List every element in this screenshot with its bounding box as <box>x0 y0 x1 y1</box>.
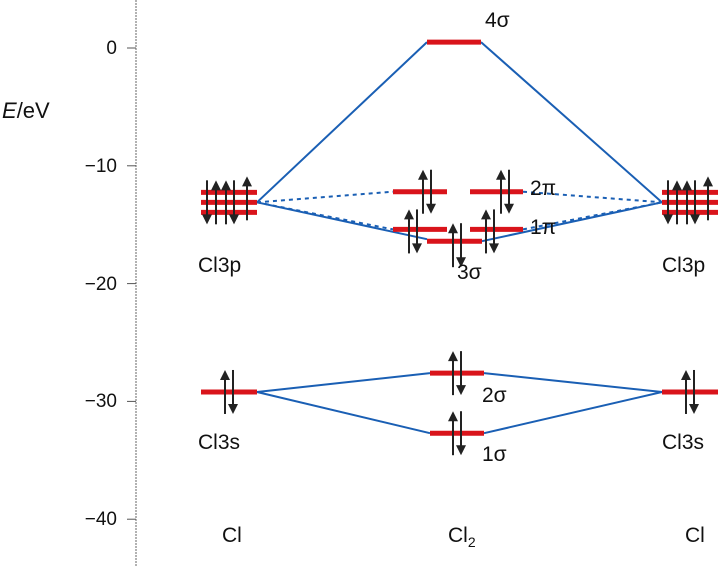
label-2pi: 2π <box>530 177 557 200</box>
label-3sigma: 3σ <box>457 261 482 284</box>
correlation-line <box>481 201 663 243</box>
cl2-subscript: 2 <box>467 534 476 551</box>
column-label-center: Cl2 <box>448 525 476 549</box>
tick-label: −10 <box>84 156 117 177</box>
correlation-line-dashed <box>256 190 394 204</box>
correlation-line <box>256 391 431 435</box>
spin-up-arrowhead <box>496 169 506 180</box>
spin-up-arrowhead <box>682 180 692 191</box>
column-label-right: Cl <box>685 524 705 547</box>
spin-up-arrowhead <box>448 351 458 362</box>
spin-up-arrowhead <box>448 411 458 422</box>
spin-down-arrowhead <box>426 203 436 214</box>
tick-label: −20 <box>84 274 117 295</box>
spin-down-arrowhead <box>456 445 466 456</box>
spin-up-arrowhead <box>242 176 252 187</box>
spin-down-arrowhead <box>228 403 238 414</box>
y-axis-label: E/eV <box>2 98 50 124</box>
correlation-line <box>483 391 663 435</box>
spin-up-arrowhead <box>481 209 491 220</box>
spin-up-arrowhead <box>681 369 691 380</box>
energy-symbol: E <box>2 98 17 123</box>
tick-label: −40 <box>84 509 117 530</box>
spin-down-arrowhead <box>690 214 700 225</box>
spin-up-arrowhead <box>220 369 230 380</box>
spin-up-arrowhead <box>703 176 713 187</box>
energy-unit: /eV <box>16 98 50 123</box>
tick-label: 0 <box>106 38 117 59</box>
label-1sigma: 1σ <box>482 443 507 466</box>
correlation-line-dashed <box>256 201 394 231</box>
spin-down-arrowhead <box>456 257 466 268</box>
column-label-left: Cl <box>222 524 242 547</box>
correlation-line <box>483 372 663 393</box>
label-cl3p-right: Cl3p <box>662 254 706 277</box>
spin-down-arrowhead <box>663 214 673 225</box>
correlation-line <box>256 41 428 204</box>
spin-down-arrowhead <box>456 385 466 396</box>
spin-up-arrowhead <box>672 180 682 191</box>
label-cl3p-left: Cl3p <box>198 254 242 277</box>
correlation-line <box>480 41 663 204</box>
spin-up-arrowhead <box>211 180 221 191</box>
tick-label: −30 <box>84 391 117 412</box>
spin-up-arrowhead <box>418 169 428 180</box>
label-4sigma: 4σ <box>485 9 510 32</box>
spin-up-arrowhead <box>221 180 231 191</box>
cl2-text: Cl <box>448 524 468 547</box>
label-2sigma: 2σ <box>482 384 507 407</box>
label-cl3s-left: Cl3s <box>198 431 241 454</box>
spin-down-arrowhead <box>504 203 514 214</box>
spin-down-arrowhead <box>689 403 699 414</box>
spin-up-arrowhead <box>404 209 414 220</box>
spin-up-arrowhead <box>448 223 458 234</box>
label-cl3s-right: Cl3s <box>662 431 705 454</box>
spin-down-arrowhead <box>412 243 422 254</box>
spin-down-arrowhead <box>202 214 212 225</box>
spin-down-arrowhead <box>489 243 499 254</box>
correlation-line <box>256 372 431 393</box>
label-1pi: 1π <box>530 216 557 239</box>
spin-down-arrowhead <box>229 214 239 225</box>
correlation-line <box>256 201 428 241</box>
